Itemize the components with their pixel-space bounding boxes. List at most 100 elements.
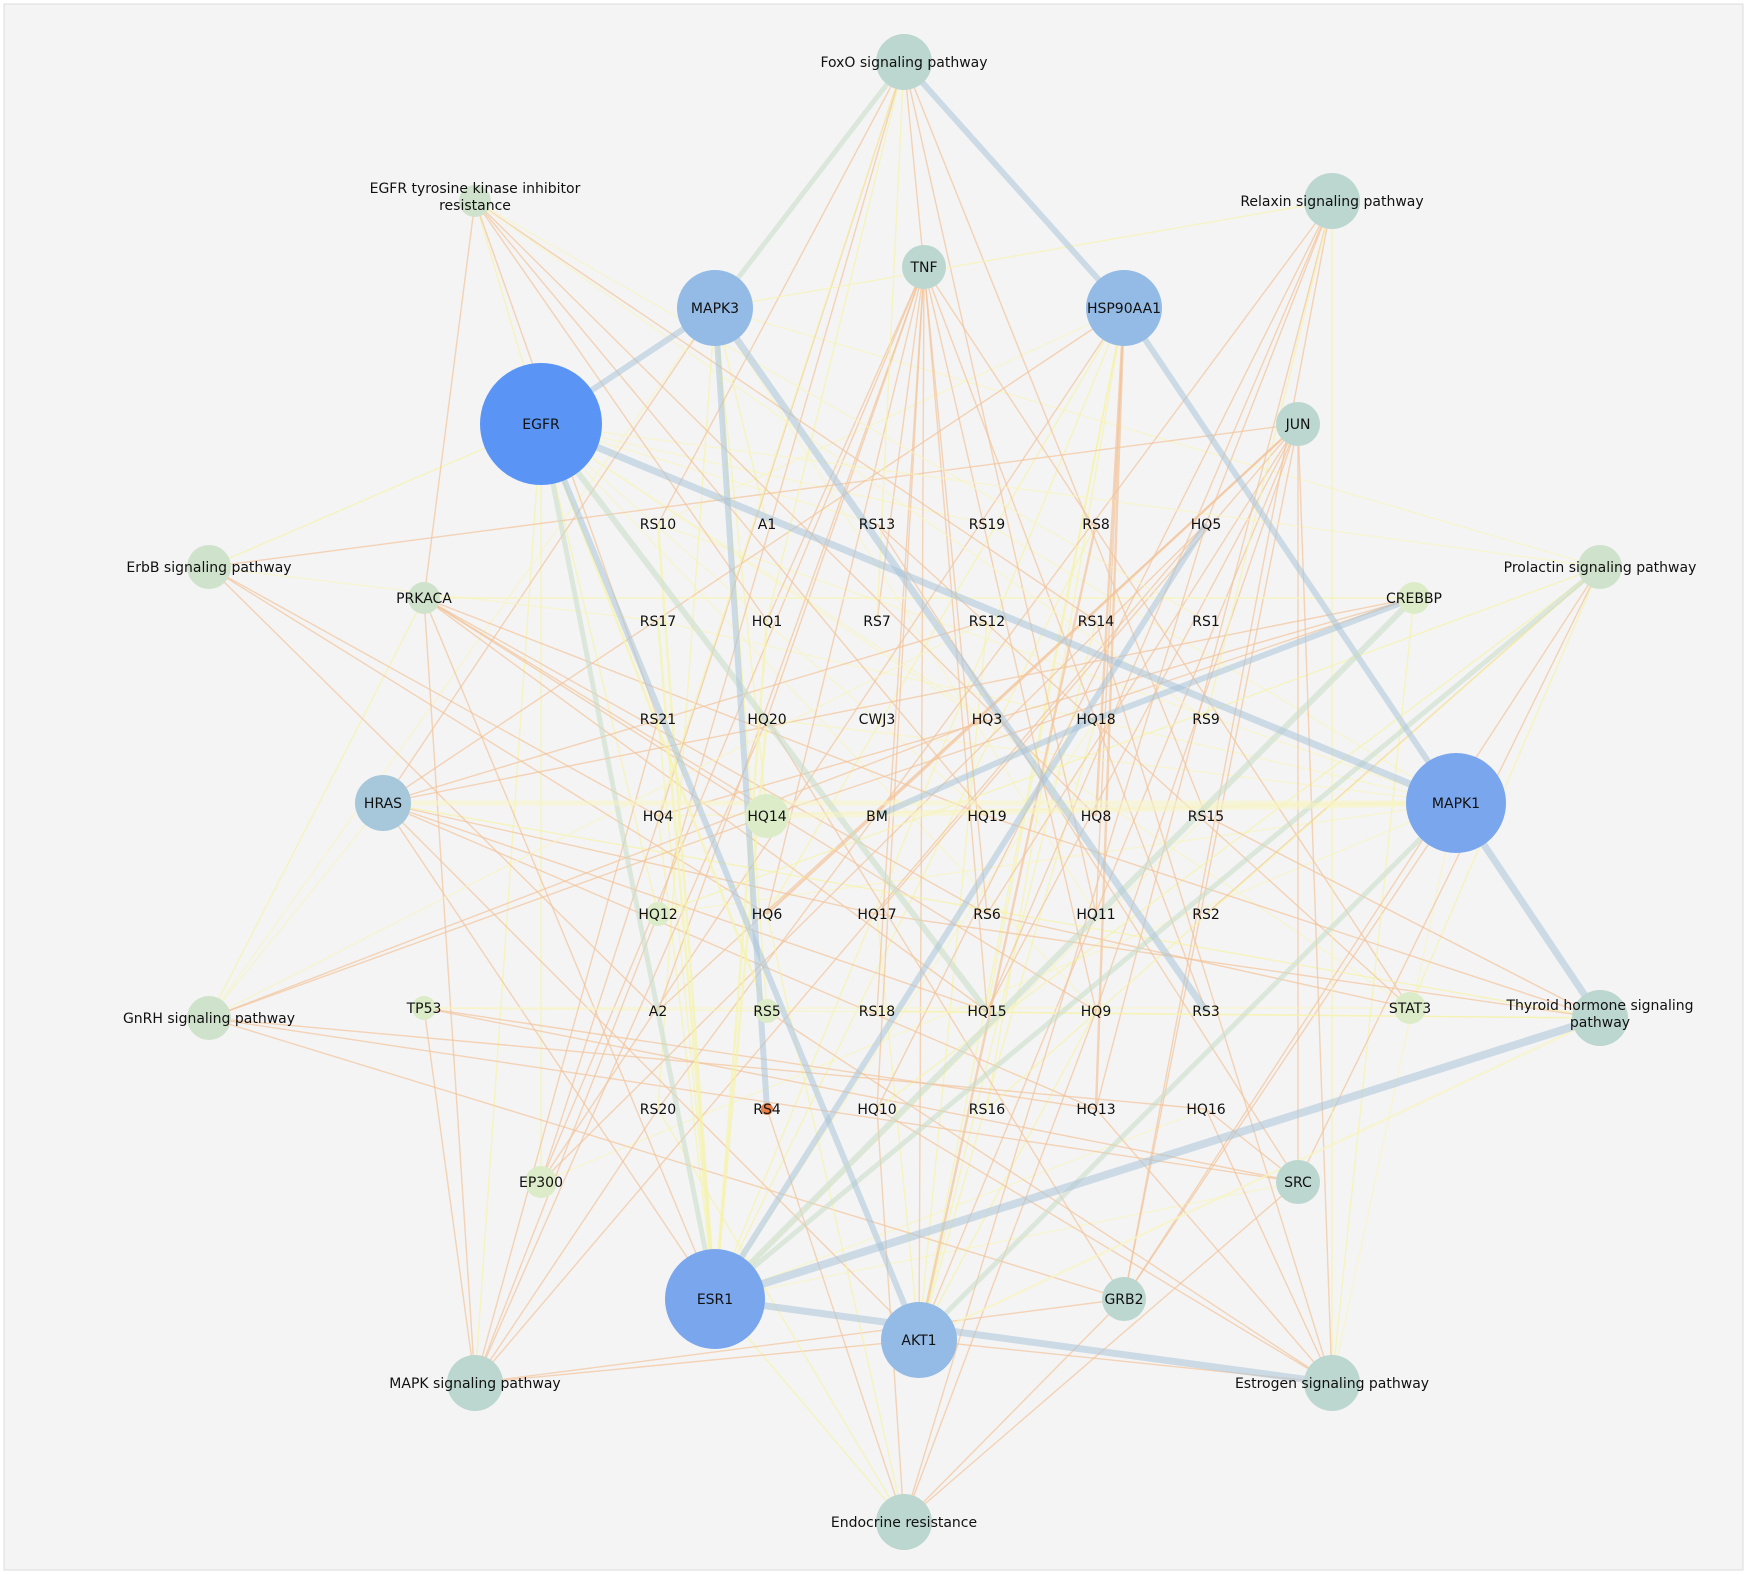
node-label-HQ17: HQ17 [857,907,896,923]
edge-erbb-HQ4 [208,566,659,817]
node-label-HQ14: HQ14 [747,809,786,825]
node-label-erbb: ErbB signaling pathway [126,560,291,576]
edge-mapkpath-HQ20 [474,718,768,1384]
edge-relaxin-RS9 [1205,200,1333,720]
edge-TNF-EP300 [540,266,925,1183]
edge-BM-HQ18 [875,716,1098,819]
edge-EGFR-STAT3 [540,423,1411,1009]
node-HRAS[interactable] [355,775,411,831]
edge-relaxin-MAPK3 [714,200,1333,309]
node-RS5[interactable] [755,999,779,1023]
edge-AKT1-HQ18 [918,718,1097,1341]
edge-HRAS-gnrh [208,802,384,1019]
edge-estrogen-RS14 [1095,620,1333,1384]
edge-SRC-RS13 [876,523,1299,1183]
node-ESR1[interactable] [665,1249,765,1349]
edge-GRB2-relaxin [1123,200,1333,1300]
node-relaxin[interactable] [1304,173,1360,229]
edge-gnrh-HQ14 [208,815,768,1019]
edge-HSP90AA1-HQ13 [1094,307,1126,1110]
edge-SRC-prolactin [1297,566,1601,1183]
edge-GRB2-mapkpath [474,1298,1125,1384]
node-gnrh[interactable] [187,996,231,1040]
edge-EGFR-HQ19 [540,423,988,817]
edge-AKT1-thyroid [918,1016,1601,1342]
node-label-RS16: RS16 [969,1102,1006,1118]
node-estrogen[interactable] [1304,1355,1360,1411]
edge-EP300-HQ5 [540,523,1207,1183]
edge-EGFR-RS19 [540,423,988,525]
edge-MAPK3-prolactin [714,307,1601,568]
node-label-ESR1: ESR1 [697,1292,733,1308]
edge-EP300-HSP90AA1 [540,307,1125,1183]
node-JUN[interactable] [1276,402,1320,446]
edge-foxo-HQ4 [657,61,905,817]
node-SRC[interactable] [1276,1160,1320,1204]
node-CREBBP[interactable] [1398,582,1430,614]
edge-ESR1-thyroid [713,1014,1602,1303]
node-label-A1: A1 [758,517,776,533]
node-label-HQ1: HQ1 [752,614,782,630]
node-label-HQ5: HQ5 [1191,517,1221,533]
edge-HSP90AA1-foxo [901,60,1127,310]
edge-TP53-mapkpath [423,1007,476,1384]
edge-erbb-A2 [208,566,659,1012]
node-HQ12[interactable] [646,902,670,926]
node-label-HQ3: HQ3 [972,712,1002,728]
edge-MAPK3-RS20 [657,307,716,1110]
edge-TNF-STAT3 [923,266,1411,1009]
edge-MAPK3-foxo [713,60,906,310]
edge-ESR1-prolactin [713,565,1602,1301]
edge-HRAS-CREBBP [382,597,1415,804]
edge-EGFR-HQ12 [540,423,659,915]
edge-foxo-RS10 [657,61,905,525]
edge-foxo-HQ11 [903,61,1097,915]
node-EP300[interactable] [525,1166,557,1198]
edge-JUN-HQ15 [986,423,1299,1012]
node-label-CREBBP: CREBBP [1386,591,1442,607]
node-label-RS7: RS7 [863,614,891,630]
node-thyroid[interactable] [1572,990,1628,1046]
node-erbb[interactable] [187,545,231,589]
node-MAPK3[interactable] [677,270,753,346]
node-endocrine[interactable] [876,1494,932,1550]
node-STAT3[interactable] [1394,992,1426,1024]
node-TNF[interactable] [902,245,946,289]
edge-egfrtki-RS1 [474,200,1207,622]
node-MAPK1[interactable] [1406,753,1506,853]
node-TP53[interactable] [412,996,436,1020]
node-label-HQ9: HQ9 [1081,1004,1111,1020]
node-label-RS17: RS17 [640,614,676,630]
node-PRKACA[interactable] [408,582,440,614]
edge-estrogen-HQ10 [876,1108,1333,1384]
node-HSP90AA1[interactable] [1086,270,1162,346]
node-GRB2[interactable] [1102,1277,1146,1321]
edge-foxo-HQ12 [657,61,905,915]
edge-EGFR-HQ15 [538,422,990,1013]
node-egfrtki[interactable] [459,185,491,217]
node-label-RS19: RS19 [969,517,1005,533]
node-HQ14[interactable] [745,794,789,838]
edge-MAPK1-estrogen [1331,802,1457,1384]
node-RS4[interactable] [761,1103,773,1115]
node-EGFR[interactable] [480,363,602,485]
edge-PRKACA-RS6 [423,597,988,915]
edge-gnrh-HQ3 [208,718,988,1019]
edge-EGFR-AKT1 [538,422,922,1342]
node-AKT1[interactable] [881,1302,957,1378]
edge-AKT1-HQ9 [918,1010,1097,1341]
edge-HSP90AA1-RS10 [657,307,1125,525]
edge-AKT1-MAPK1 [917,801,1458,1342]
edge-HRAS-thyroid [382,802,1601,1019]
node-prolactin[interactable] [1578,545,1622,589]
node-foxo[interactable] [876,34,932,90]
edge-HRAS-HQ17 [382,802,878,915]
node-label-RS15: RS15 [1188,809,1224,825]
edge-relaxin-HQ5 [1205,200,1333,525]
edge-mapkpath-RS20 [474,1108,659,1384]
edge-relaxin-RS20 [657,200,1333,1110]
node-mapkpath[interactable] [447,1355,503,1411]
node-label-HQ12: HQ12 [638,907,677,923]
